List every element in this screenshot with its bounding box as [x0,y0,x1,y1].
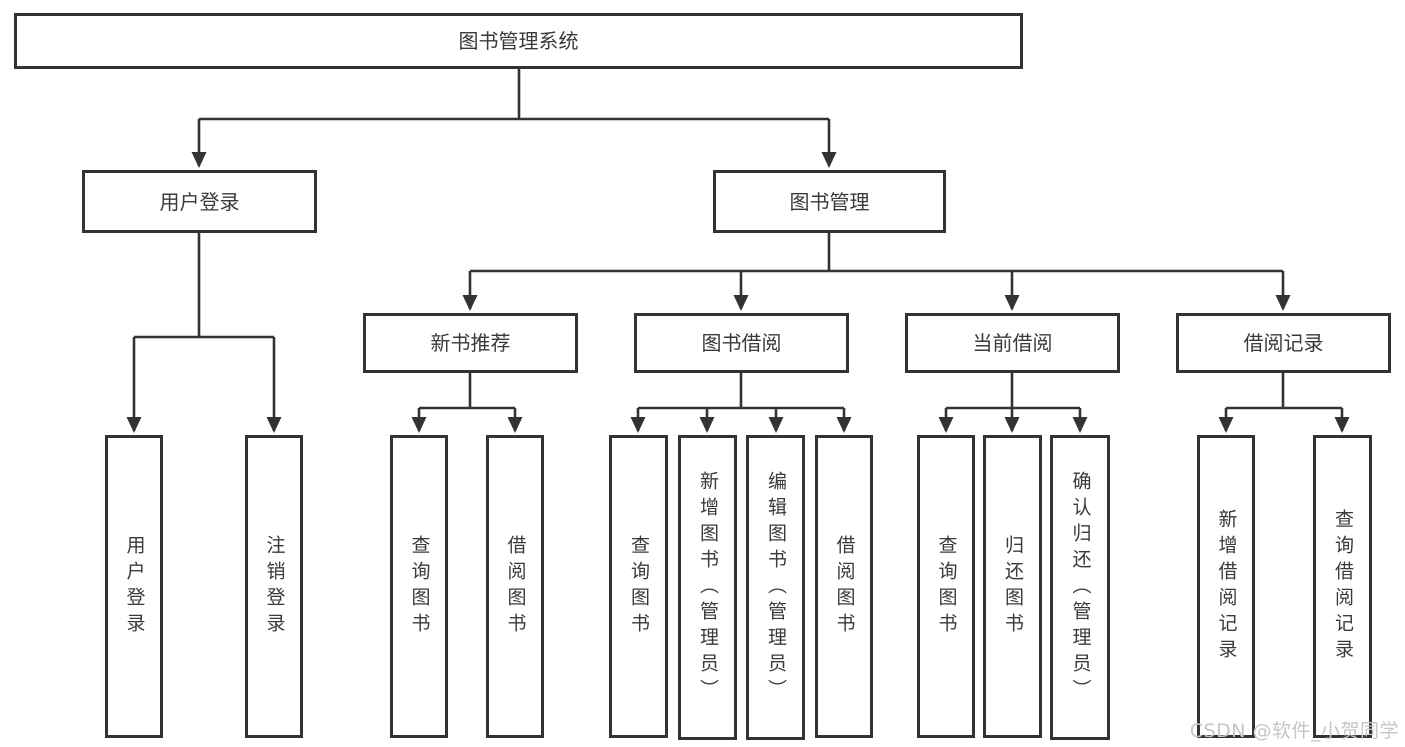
node-label: 用户登录 [123,534,146,639]
leaf-query-borrow-record: 查询借阅记录 [1313,435,1372,738]
csdn-watermark: CSDN @软件_小贺同学 [1189,720,1399,742]
leaf-add-borrow-record: 新增借阅记录 [1197,435,1255,738]
node-book-management: 图书管理 [713,170,946,233]
node-label: 查询图书 [628,534,650,639]
leaf-query-books-current: 查询图书 [917,435,975,738]
node-label: 查询借阅记录 [1332,508,1354,665]
leaf-add-book-admin: 新增图书（管理员） [678,435,737,740]
leaf-borrow-books-newbook: 借阅图书 [486,435,544,738]
node-label: 新增借阅记录 [1215,508,1238,665]
node-label: 当前借阅 [972,331,1053,355]
leaf-query-books-borrow: 查询图书 [609,435,668,738]
node-label: 注销登录 [263,534,286,639]
leaf-logout: 注销登录 [245,435,303,738]
node-label: 确认归还（管理员） [1069,470,1092,705]
node-label: 新书推荐 [430,331,511,355]
node-label: 编辑图书（管理员） [765,470,787,705]
node-label: 查询图书 [408,534,431,639]
node-label: 查询图书 [935,534,958,639]
leaf-confirm-return-admin: 确认归还（管理员） [1050,435,1110,740]
node-label: 新增图书（管理员） [697,470,719,705]
node-user-login: 用户登录 [82,170,317,233]
node-borrowing-records: 借阅记录 [1176,313,1391,373]
leaf-user-login: 用户登录 [105,435,163,738]
node-book-borrowing: 图书借阅 [634,313,849,373]
leaf-return-book: 归还图书 [983,435,1042,738]
node-label: 图书管理系统 [458,29,579,53]
leaf-query-books-newbook: 查询图书 [390,435,448,738]
node-new-book-recommend: 新书推荐 [363,313,578,373]
node-label: 图书借阅 [701,331,782,355]
node-library-management-system: 图书管理系统 [14,13,1023,69]
node-label: 归还图书 [1002,534,1024,639]
leaf-borrow-books: 借阅图书 [815,435,873,738]
leaf-edit-book-admin: 编辑图书（管理员） [746,435,805,740]
node-current-borrowing: 当前借阅 [905,313,1120,373]
node-label: 借阅记录 [1243,331,1324,355]
node-label: 借阅图书 [833,534,856,639]
node-label: 用户登录 [159,189,240,214]
node-label: 借阅图书 [504,534,527,639]
node-label: 图书管理 [789,189,870,214]
